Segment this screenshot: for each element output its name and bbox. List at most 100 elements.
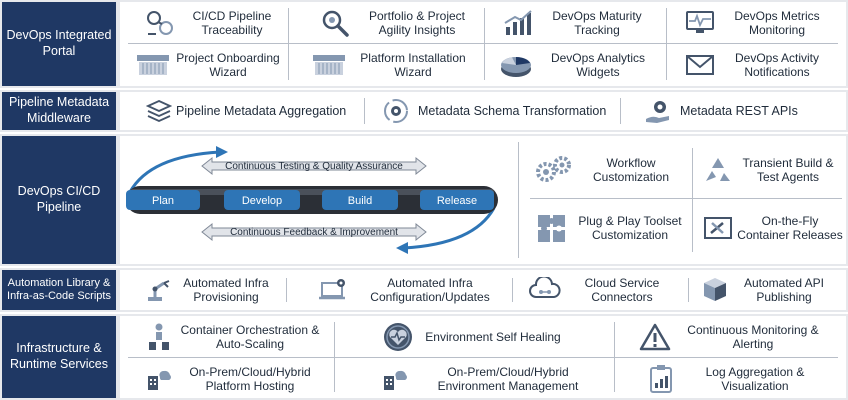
portal-item-text: DevOps Maturity Tracking (552, 8, 642, 37)
middleware-layer-label: Pipeline Metadata Middleware (2, 92, 116, 130)
divider (530, 198, 842, 199)
infra-item-log-aggregation: Log Aggregation & Visualization (642, 362, 842, 396)
divider (692, 148, 693, 252)
stage-label: Plan (152, 195, 174, 207)
infra-item-text: On-Prem/Cloud/Hybrid Platform Hosting (189, 364, 311, 393)
portal-item-traceability: CI/CD Pipeline Traceability (142, 6, 288, 40)
building-cloud-icon (378, 366, 412, 392)
bottom-arrow-label: Continuous Feedback & Improvement (230, 227, 398, 238)
heart-pulse-icon (378, 321, 418, 353)
infra-item-monitoring-alerting: Continuous Monitoring & Alerting (636, 320, 842, 354)
envelope-icon (682, 54, 718, 76)
automation-item-text: Cloud Service Connectors (584, 275, 660, 304)
automation-item-infra-provisioning: Automated Infra Provisioning (142, 272, 286, 308)
portal-item-platform-installation: Platform Installation Wizard (310, 48, 484, 82)
divider (364, 98, 365, 124)
feature-text: Workflow Customization (592, 155, 670, 184)
portal-panel: CI/CD Pipeline Traceability Portfolio & … (120, 2, 846, 86)
cloud-network-icon (526, 277, 564, 303)
stage-label: Release (437, 195, 477, 207)
pipeline-graphic: Plan Develop Build Release Continuous Te… (126, 146, 498, 254)
traceability-icon (142, 8, 178, 38)
robot-arm-icon (142, 277, 174, 303)
portal-item-text: Project Onboarding Wizard (176, 50, 280, 79)
portal-item-text: DevOps Metrics Monitoring (734, 8, 820, 37)
automation-panel: Automated Infra Provisioning Automated I… (120, 270, 846, 310)
infra-item-text: Continuous Monitoring & Alerting (687, 322, 819, 351)
feature-transient-agents: Transient Build & Test Agents (700, 146, 846, 194)
infrastructure-layer-label: Infrastructure & Runtime Services (2, 316, 116, 398)
feature-text: Transient Build & Test Agents (742, 155, 834, 184)
portal-item-text: DevOps Activity Notifications (734, 50, 820, 79)
automation-item-text: Automated Infra Provisioning (183, 275, 269, 304)
portal-item-text: DevOps Analytics Widgets (550, 50, 646, 79)
tools-icon (700, 216, 736, 240)
middleware-item-aggregation: Pipeline Metadata Aggregation (142, 94, 364, 128)
infrastructure-layer: Infrastructure & Runtime Services Contai… (0, 314, 848, 400)
divider (128, 357, 838, 358)
automation-item-infra-configuration: Automated Infra Configuration/Updates (314, 272, 512, 308)
bar-chart-icon (500, 9, 536, 37)
portal-item-text: Portfolio & Project Agility Insights (368, 8, 466, 37)
portal-item-text: Platform Installation Wizard (360, 50, 466, 79)
portal-item-activity-notifications: DevOps Activity Notifications (682, 48, 842, 82)
warning-icon (636, 323, 674, 351)
feature-text: On-the-Fly Container Releases (737, 213, 843, 242)
automation-item-api-publishing: Automated API Publishing (698, 272, 842, 308)
portal-item-project-onboarding: Project Onboarding Wizard (134, 48, 288, 82)
infra-item-text: Environment Self Healing (425, 329, 561, 344)
divider (286, 278, 287, 302)
infra-item-platform-hosting: On-Prem/Cloud/Hybrid Platform Hosting (144, 362, 334, 396)
portal-item-agility-insights: Portfolio & Project Agility Insights (316, 6, 484, 40)
automation-item-text: Automated Infra Configuration/Updates (370, 275, 490, 304)
middleware-item-text: Metadata Schema Transformation (418, 103, 607, 118)
infra-item-self-healing: Environment Self Healing (378, 320, 604, 354)
automation-layer-label: Automation Library & Infra-as-Code Scrip… (2, 270, 116, 310)
feature-text: Plug & Play Toolset Customization (578, 213, 682, 242)
server-rack-icon (310, 54, 348, 76)
laptop-gear-icon (314, 277, 352, 303)
cubes-icon (698, 276, 732, 304)
infra-item-container-orchestration: Container Orchestration & Auto-Scaling (144, 320, 334, 354)
top-arrow-label: Continuous Testing & Quality Assurance (225, 161, 403, 172)
automation-item-text: Automated API Publishing (743, 275, 825, 304)
recycle-icon (700, 155, 736, 185)
infra-item-environment-management: On-Prem/Cloud/Hybrid Environment Managem… (378, 362, 614, 396)
bottom-arrow-shape (201, 222, 427, 242)
divider (288, 8, 289, 80)
infra-item-text: Log Aggregation & Visualization (705, 364, 805, 393)
pipeline-layer-label: DevOps CI/CD Pipeline (2, 136, 116, 264)
portal-item-maturity-tracking: DevOps Maturity Tracking (500, 6, 666, 40)
server-rack-icon (134, 54, 172, 76)
portal-item-text: CI/CD Pipeline Traceability (192, 8, 272, 37)
pie-chart-icon (496, 51, 536, 79)
divider (688, 278, 689, 302)
automation-layer: Automation Library & Infra-as-Code Scrip… (0, 268, 848, 312)
portal-layer-label: DevOps Integrated Portal (2, 2, 116, 86)
gear-hand-icon (636, 97, 680, 125)
gears-icon (532, 154, 576, 186)
divider (512, 278, 513, 302)
stage-label: Develop (242, 195, 282, 207)
stage-label: Build (348, 195, 372, 207)
puzzle-icon (532, 212, 572, 244)
infrastructure-panel: Container Orchestration & Auto-Scaling E… (120, 316, 846, 398)
infra-item-text: Container Orchestration & Auto-Scaling (180, 322, 320, 351)
pipeline-layer: DevOps CI/CD Pipeline Plan Develop Build… (0, 134, 848, 266)
middleware-layer: Pipeline Metadata Middleware Pipeline Me… (0, 90, 848, 132)
clipboard-chart-icon (642, 364, 680, 394)
orchestration-icon (144, 322, 174, 352)
feature-workflow-customization: Workflow Customization (532, 146, 690, 194)
divider (666, 8, 667, 80)
pipeline-panel: Plan Develop Build Release Continuous Te… (120, 136, 846, 264)
layers-icon (142, 99, 176, 123)
divider (518, 142, 519, 258)
middleware-item-text: Pipeline Metadata Aggregation (176, 103, 347, 118)
middleware-item-rest-apis: Metadata REST APIs (636, 94, 836, 128)
automation-item-cloud-connectors: Cloud Service Connectors (526, 272, 686, 308)
middleware-item-schema-transformation: Metadata Schema Transformation (374, 94, 620, 128)
infra-item-text: On-Prem/Cloud/Hybrid Environment Managem… (437, 364, 579, 393)
monitor-pulse-icon (682, 10, 718, 36)
divider (128, 43, 838, 44)
magnifier-icon (316, 8, 354, 38)
